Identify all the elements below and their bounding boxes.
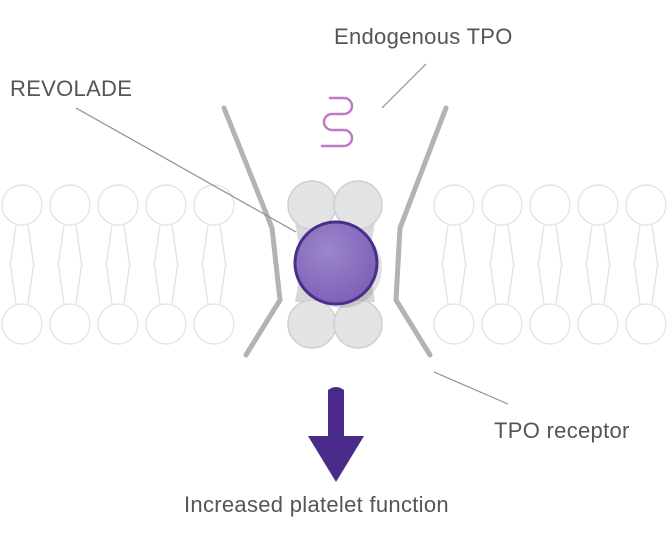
membrane-lipid-tail — [105, 261, 131, 305]
down-arrow-icon — [308, 387, 364, 482]
membrane-lipid-head — [1, 303, 43, 345]
receptor-head-bottom-left — [287, 299, 337, 349]
membrane-lipid-head — [49, 184, 91, 226]
membrane-lipid-head — [49, 303, 91, 345]
membrane-lipid-head — [625, 184, 667, 226]
membrane-lipid-head — [529, 303, 571, 345]
membrane-lipid-tail — [633, 261, 659, 305]
membrane-lipid-tail — [9, 261, 35, 305]
membrane-lipid-head — [433, 303, 475, 345]
membrane-lipid-head — [145, 184, 187, 226]
membrane-lipid-head — [529, 184, 571, 226]
membrane-lipid-tail — [441, 224, 467, 268]
label-revolade: REVOLADE — [10, 76, 133, 101]
membrane-lipid-tail — [441, 261, 467, 305]
membrane-lipid-tail — [489, 261, 515, 305]
membrane-lipid-tail — [537, 261, 563, 305]
membrane-lipid-tail — [105, 224, 131, 268]
leader-revolade — [75, 107, 297, 233]
membrane-lipid-head — [577, 184, 619, 226]
membrane-lipid-head — [1, 184, 43, 226]
tpo-ligand-icon — [320, 96, 354, 148]
cell-membrane — [1, 184, 667, 345]
membrane-lipid-tail — [489, 224, 515, 268]
membrane-lipid-tail — [201, 261, 227, 305]
membrane-lipid-tail — [153, 261, 179, 305]
receptor-head-bottom-right — [333, 299, 383, 349]
membrane-lipid-head — [145, 303, 187, 345]
membrane-lipid-head — [433, 184, 475, 226]
membrane-lipid-head — [193, 303, 235, 345]
membrane-lipid-tail — [537, 224, 563, 268]
receptor-left-arm — [221, 105, 283, 358]
membrane-lipid-tail — [585, 261, 611, 305]
leader-tpo — [381, 63, 427, 109]
label-tpo-receptor: TPO receptor — [494, 418, 630, 443]
membrane-lipid-head — [481, 303, 523, 345]
receptor-right-arm — [393, 105, 449, 358]
membrane-lipid-tail — [633, 224, 659, 268]
label-outcome: Increased platelet function — [184, 492, 449, 517]
membrane-lipid-head — [577, 303, 619, 345]
membrane-lipid-tail — [57, 224, 83, 268]
membrane-lipid-head — [97, 303, 139, 345]
membrane-lipid-tail — [585, 224, 611, 268]
membrane-lipid-tail — [153, 224, 179, 268]
tpo-receptor — [221, 105, 449, 358]
membrane-lipid-head — [193, 184, 235, 226]
membrane-lipid-head — [625, 303, 667, 345]
membrane-lipid-tail — [9, 224, 35, 268]
membrane-lipid-tail — [57, 261, 83, 305]
membrane-lipid-head — [97, 184, 139, 226]
leader-receptor — [433, 371, 509, 405]
membrane-lipid-tail — [201, 224, 227, 268]
membrane-lipid-head — [481, 184, 523, 226]
label-endogenous-tpo: Endogenous TPO — [334, 24, 513, 49]
revolade-molecule — [293, 220, 382, 308]
leader-lines — [75, 63, 509, 405]
